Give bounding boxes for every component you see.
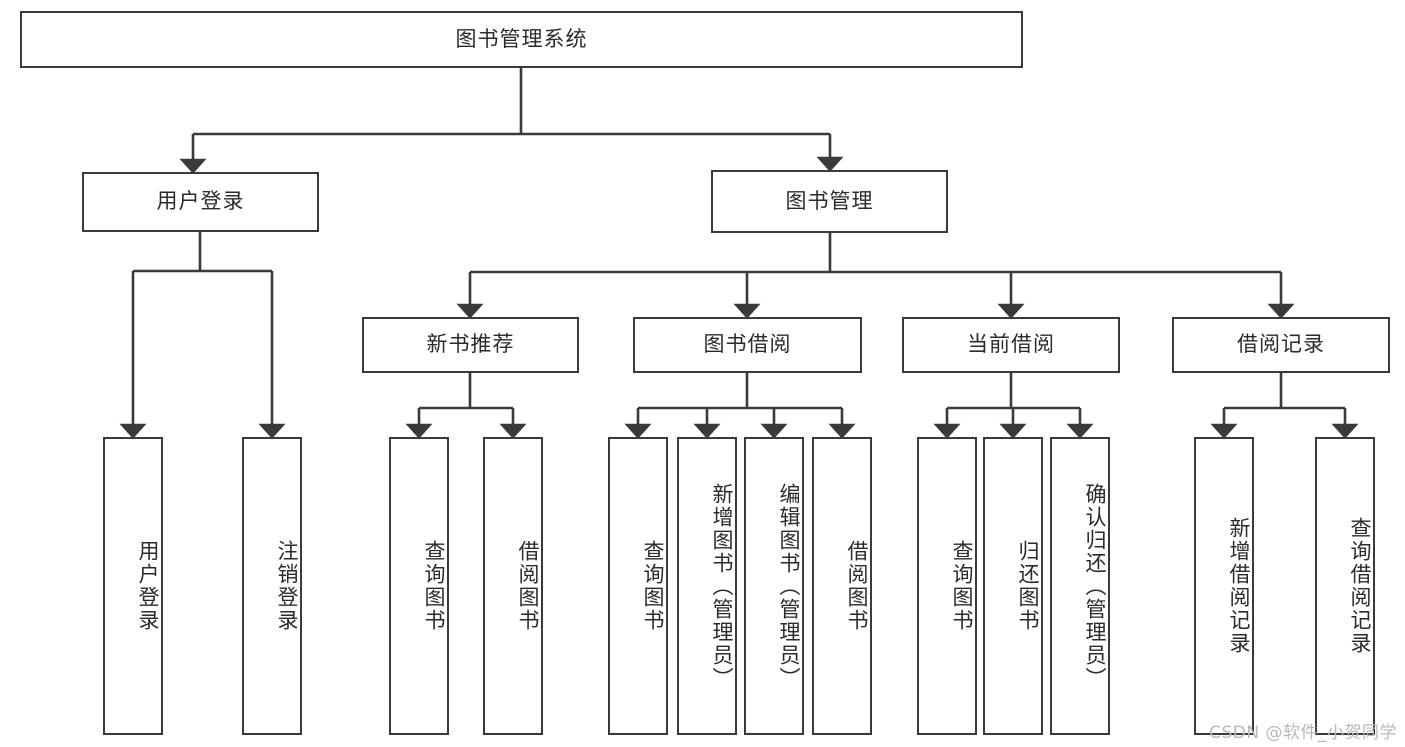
leaf-edit-book-label: 编辑图书（管理员） xyxy=(777,482,801,690)
node-new-book-recommend[interactable]: 新书推荐 xyxy=(362,317,579,373)
leaf-query-book-3[interactable]: 查询图书 xyxy=(917,437,977,735)
node-current-borrow[interactable]: 当前借阅 xyxy=(902,317,1120,373)
leaf-return-book-label: 归还图书 xyxy=(1016,540,1040,632)
leaf-query-book-1[interactable]: 查询图书 xyxy=(389,437,449,735)
node-book-manage-label: 图书管理 xyxy=(785,188,874,213)
node-new-book-recommend-label: 新书推荐 xyxy=(426,332,515,357)
node-current-borrow-label: 当前借阅 xyxy=(967,332,1055,357)
leaf-edit-book[interactable]: 编辑图书（管理员） xyxy=(744,437,804,735)
leaf-add-book[interactable]: 新增图书（管理员） xyxy=(677,437,737,735)
leaf-add-borrow-record-label: 新增借阅记录 xyxy=(1227,517,1251,655)
leaf-user-login[interactable]: 用户登录 xyxy=(103,437,163,735)
node-borrow-record[interactable]: 借阅记录 xyxy=(1172,317,1390,373)
leaf-logout[interactable]: 注销登录 xyxy=(242,437,302,735)
leaf-borrow-book-2[interactable]: 借阅图书 xyxy=(812,437,872,735)
leaf-borrow-book-1-label: 借阅图书 xyxy=(516,540,540,632)
leaf-borrow-book-2-label: 借阅图书 xyxy=(845,540,869,632)
leaf-query-book-1-label: 查询图书 xyxy=(422,540,446,632)
leaf-return-book[interactable]: 归还图书 xyxy=(983,437,1043,735)
node-book-manage[interactable]: 图书管理 xyxy=(711,170,948,233)
leaf-add-book-label: 新增图书（管理员） xyxy=(710,482,734,690)
node-root-label: 图书管理系统 xyxy=(455,26,588,51)
node-book-borrow-label: 图书借阅 xyxy=(703,332,792,357)
leaf-confirm-return[interactable]: 确认归还（管理员） xyxy=(1050,437,1110,735)
leaf-query-book-2-label: 查询图书 xyxy=(641,540,665,632)
leaf-user-login-label: 用户登录 xyxy=(136,540,160,632)
leaf-logout-label: 注销登录 xyxy=(275,540,299,632)
leaf-confirm-return-label: 确认归还（管理员） xyxy=(1083,482,1107,690)
leaf-query-book-3-label: 查询图书 xyxy=(950,540,974,632)
leaf-borrow-book-1[interactable]: 借阅图书 xyxy=(483,437,543,735)
node-borrow-record-label: 借阅记录 xyxy=(1237,332,1325,357)
node-book-borrow[interactable]: 图书借阅 xyxy=(633,317,862,373)
leaf-query-book-2[interactable]: 查询图书 xyxy=(608,437,668,735)
leaf-query-borrow-record[interactable]: 查询借阅记录 xyxy=(1315,437,1375,735)
node-root[interactable]: 图书管理系统 xyxy=(20,11,1023,68)
node-user-login-label: 用户登录 xyxy=(156,189,245,214)
leaf-add-borrow-record[interactable]: 新增借阅记录 xyxy=(1194,437,1254,735)
leaf-query-borrow-record-label: 查询借阅记录 xyxy=(1348,517,1372,655)
csdn-watermark: CSDN @软件_小贺同学 xyxy=(1209,723,1397,743)
node-user-login[interactable]: 用户登录 xyxy=(82,172,319,232)
